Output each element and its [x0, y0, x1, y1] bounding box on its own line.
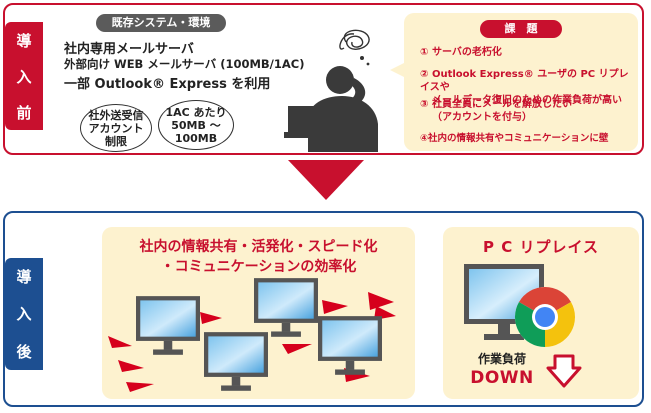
oval-line: アカウント: [88, 121, 144, 135]
after-label-char: 導: [16, 268, 32, 287]
benefit-line: ・コミュニケーションの効率化: [160, 259, 357, 275]
after-label-char: 入: [16, 305, 32, 324]
issue-line: ④社内の情報共有やコミュニケーションに壁: [420, 133, 609, 144]
issue-line: ② Outlook Express® ユーザの PC リプレイスや: [420, 69, 629, 93]
issue-item: ② Outlook Express® ユーザの PC リプレイスや メールデータ…: [420, 68, 634, 107]
issues-title: 課 題: [480, 20, 562, 38]
down-arrow-small-icon: [546, 354, 582, 388]
oval-line: 制限: [105, 134, 127, 148]
before-side-label: 導 入 前: [5, 22, 43, 130]
system-line: 一部 Outlook® Express を利用: [64, 77, 271, 92]
issue-line: メールデータ復旧のための作業負荷が高い: [432, 95, 622, 106]
account-limit-oval: 社外送受信 アカウント 制限: [80, 104, 152, 152]
oval-line: 100MB: [174, 131, 218, 145]
work-load-down: DOWN: [470, 368, 534, 388]
issue-line: ③ 社員全員にメールを解放したい: [420, 99, 572, 110]
oval-line: 社外送受信: [88, 108, 144, 122]
system-line: 外部向け WEB メールサーバ (100MB/1AC): [64, 57, 305, 71]
issue-line: ① サーバの老朽化: [420, 47, 502, 58]
worried-person-icon: [284, 29, 378, 152]
system-line: 社内専用メールサーバ: [64, 42, 194, 57]
existing-system-title: 既存システム・環境: [96, 14, 226, 32]
issue-item: ① サーバの老朽化: [420, 46, 634, 59]
before-label-char: 前: [16, 103, 32, 122]
oval-line: 50MB ～: [171, 118, 221, 132]
after-side-label: 導 入 後: [5, 258, 43, 370]
benefit-line: 社内の情報共有・活発化・スピード化: [139, 239, 378, 255]
issue-item: ④社内の情報共有やコミュニケーションに壁: [420, 132, 634, 145]
chrome-logo-icon: [514, 286, 576, 347]
pc-replace-title: P C リプレイス: [483, 238, 599, 256]
work-load-label: 作業負荷: [477, 352, 526, 366]
after-label-char: 後: [16, 342, 32, 361]
networked-monitors-icon: [108, 278, 396, 392]
down-arrow-icon: [288, 160, 364, 200]
issue-box-pointer: [390, 62, 406, 78]
issue-item: ③ 社員全員にメールを解放したい （アカウントを付与）: [420, 98, 634, 124]
oval-line: 1AC あたり: [165, 105, 227, 119]
mailbox-size-oval: 1AC あたり 50MB ～ 100MB: [158, 100, 234, 150]
issue-line: （アカウントを付与）: [432, 112, 532, 123]
before-label-char: 導: [16, 31, 32, 50]
before-label-char: 入: [16, 67, 32, 86]
